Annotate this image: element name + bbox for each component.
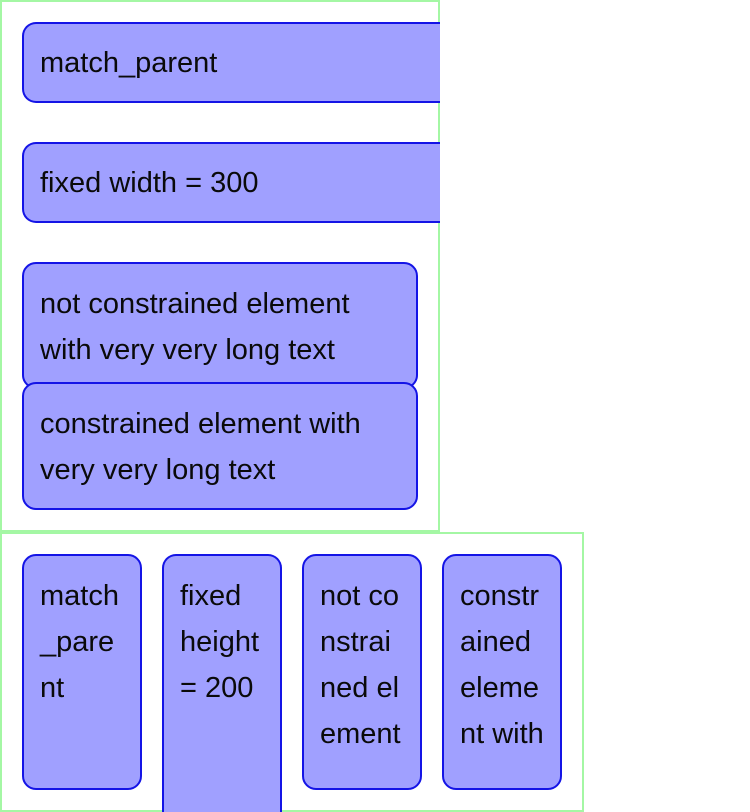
vertical-container <box>0 0 440 532</box>
horizontal-container <box>0 532 584 812</box>
fixed-width-label: fixed width = 300 <box>40 167 259 199</box>
not-constrained-label: not constrained element with very very l… <box>40 288 350 366</box>
h-fixed-height-box: fixed height = 200 <box>162 554 282 812</box>
match-parent-label: match_parent <box>40 47 218 79</box>
not-constrained-box: not constrained element with very very l… <box>22 262 418 389</box>
h-not-constrained-box: not constrained element with very very l… <box>302 554 422 790</box>
constrained-label: constrained element with very very long … <box>40 408 361 486</box>
constrained-box: constrained element with very very long … <box>22 382 418 510</box>
h-match-parent-box: match_parent <box>22 554 142 790</box>
h-not-constrained-label: not constrained element with very very l… <box>320 580 401 766</box>
h-constrained-label: constrained element with very very long … <box>460 580 544 766</box>
horizontal-container-bottom-edge <box>0 809 584 812</box>
match-parent-box: match_parent <box>22 22 440 103</box>
h-constrained-box: constrained element with very very long … <box>442 554 562 790</box>
h-fixed-height-label: fixed height = 200 <box>180 580 260 704</box>
fixed-width-box: fixed width = 300 <box>22 142 440 223</box>
h-match-parent-label: match_parent <box>40 580 119 704</box>
